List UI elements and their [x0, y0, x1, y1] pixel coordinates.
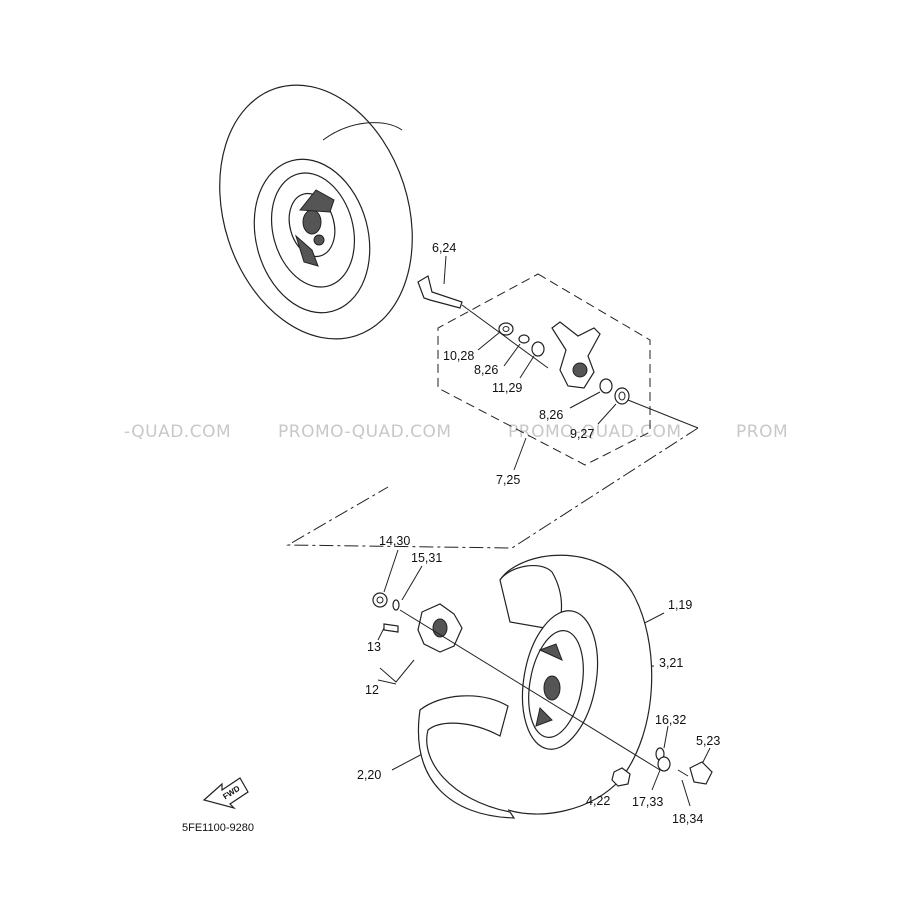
callout-7-25: 7,25 [496, 473, 520, 487]
diagram-code: 5FE1100-9280 [182, 822, 254, 834]
watermark-2: PROMO-QUAD.COM [278, 422, 452, 442]
callout-10-28: 10,28 [443, 349, 474, 363]
exploded-wheel-illustration [372, 554, 713, 819]
fwd-arrow-icon: FWD [202, 777, 249, 810]
callout-8-26-b: 8,26 [539, 408, 563, 422]
callout-5-23: 5,23 [696, 734, 720, 748]
watermark-4: PROM [736, 422, 788, 442]
assembly-dash-line [286, 427, 699, 549]
axle-part [417, 275, 549, 369]
callout-8-26-a: 8,26 [474, 363, 498, 377]
watermark-1: -QUAD.COM [124, 422, 231, 442]
callout-labels: 6,24 10,28 8,26 11,29 8,26 9,27 7,25 14,… [357, 241, 720, 826]
callout-16-32: 16,32 [655, 713, 686, 727]
watermark-3: PROMO-QUAD.COM [508, 422, 682, 442]
callout-12: 12 [365, 683, 379, 697]
callout-15-31: 15,31 [411, 551, 442, 565]
callout-11-29: 11,29 [492, 381, 522, 395]
callout-18-34: 18,34 [672, 812, 703, 826]
callout-1-19: 1,19 [668, 598, 692, 612]
callout-4-22: 4,22 [586, 794, 610, 808]
watermark-row: -QUAD.COM PROMO-QUAD.COM PROMO-QUAD.COM … [124, 422, 788, 442]
callout-6-24: 6,24 [432, 241, 456, 255]
callout-9-27: 9,27 [570, 427, 594, 441]
callout-17-33: 17,33 [632, 795, 663, 809]
callout-3-21: 3,21 [659, 656, 683, 670]
assembled-wheel-illustration [219, 84, 413, 340]
callout-2-20: 2,20 [357, 768, 381, 782]
callout-14-30: 14,30 [379, 534, 410, 548]
callout-13: 13 [367, 640, 381, 654]
knuckle-group-outline [437, 273, 651, 466]
knuckle-parts [498, 321, 699, 429]
